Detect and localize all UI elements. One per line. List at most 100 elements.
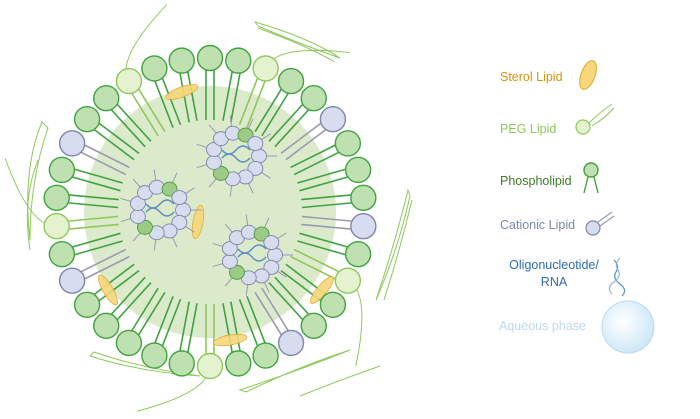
rna-strand-icon — [613, 259, 626, 297]
phospholipid-head — [168, 47, 195, 74]
peg-brush-layer — [4, 4, 413, 412]
lipid-tail — [293, 248, 340, 273]
lipid-tails-layer — [68, 70, 352, 354]
lipid-tail — [301, 215, 352, 222]
lipid-tail — [80, 248, 127, 273]
phospholipid-head — [300, 84, 327, 112]
phospholipid-head — [300, 312, 327, 340]
lipid-tail — [68, 202, 119, 209]
phospholipid-head — [48, 156, 76, 184]
phospholipid-tail-icon — [583, 176, 599, 194]
phospholipid-head — [344, 240, 372, 268]
lipid-tail — [72, 232, 121, 248]
micelle-phospholipid-head — [253, 226, 270, 242]
peg-lipid-head — [252, 55, 279, 82]
lipid-tail — [80, 151, 127, 176]
micelle-cationic-head — [263, 259, 280, 275]
lipid-tail — [68, 194, 119, 201]
peg-brush-loop — [27, 121, 49, 241]
lipid-tail — [301, 202, 352, 209]
lipid-tail — [230, 73, 241, 123]
legend-label-phospholipid: Phospholipid — [500, 174, 572, 188]
legend-icons — [575, 60, 655, 354]
rna-strand-icon-2 — [608, 257, 621, 295]
phospholipid-head — [277, 67, 305, 95]
sterol-lipid — [165, 84, 199, 100]
lipid-tail — [179, 301, 190, 351]
peg-brush-loop — [253, 21, 341, 59]
lipid-tail — [68, 223, 119, 230]
peg-brush-loop — [383, 199, 413, 301]
legend-label-aqueous-phase: Aqueous phase — [499, 319, 586, 333]
lipid-tail — [116, 282, 152, 321]
lipid-tail — [290, 255, 336, 280]
lipid-tail — [187, 303, 198, 353]
peg-lipid-head — [43, 213, 70, 240]
lipid-tail — [74, 168, 123, 184]
sterol-lipid — [191, 204, 205, 240]
lipid-tail — [110, 109, 146, 148]
lipid-tail — [285, 128, 327, 161]
cationic-tail-icon — [597, 211, 615, 227]
peg-brush-loop — [299, 365, 381, 397]
lipid-tail — [84, 144, 130, 169]
lipid-tail — [268, 282, 304, 321]
micelle-cationic-head — [221, 254, 238, 269]
phospholipid-head — [319, 291, 347, 319]
lipid-tail — [131, 287, 159, 332]
phospholipid-head — [334, 130, 362, 157]
lipid-tail — [179, 73, 190, 123]
lipid-tail — [154, 80, 174, 128]
micelle-cationic-head — [263, 235, 280, 251]
rna-strand — [237, 252, 267, 262]
phospholipid-head — [252, 342, 279, 369]
lipid-tail — [297, 168, 346, 184]
micelle-cationic-head — [129, 209, 146, 224]
micelle-cationic-head — [251, 148, 267, 164]
lipid-tail — [297, 240, 346, 256]
phospholipid-head — [73, 291, 101, 319]
sterol-lipid — [98, 274, 118, 306]
peg-brush-loop — [89, 351, 201, 377]
phospholipid-head — [73, 105, 101, 133]
micelle-cationic-head — [205, 142, 222, 157]
lipid-tail — [93, 128, 135, 161]
cationic-lipid-head — [319, 105, 347, 133]
cationic-lipid-head — [277, 329, 305, 357]
micelle-cationic-head — [247, 136, 264, 152]
micelle-cationic-head — [175, 202, 191, 218]
lipid-tail — [68, 215, 119, 222]
lipid-tail — [238, 298, 259, 347]
lipid-tail — [301, 223, 352, 230]
cationic-lipid-icon — [585, 220, 601, 236]
peg-brush-loop — [238, 349, 351, 393]
lipid-heads-layer — [43, 44, 377, 380]
rna-strand — [221, 145, 251, 155]
lipid-tail — [72, 176, 121, 192]
rna-strand — [145, 199, 175, 209]
micelle-cationic-head — [205, 155, 222, 170]
aqueous-phase-icon — [601, 300, 655, 354]
lipid-tail — [293, 151, 340, 176]
lipid-tail — [299, 232, 348, 248]
sterol-lipid — [310, 276, 334, 304]
lipid-tail — [131, 92, 159, 137]
rna-strand — [221, 153, 251, 163]
sterol-lipid — [212, 333, 248, 347]
micelle-phospholipid-head — [136, 219, 153, 235]
micelle-phospholipid-head — [228, 264, 245, 280]
micelle-cationic-head — [129, 196, 146, 211]
phospholipid-head — [115, 329, 143, 357]
peg-lipid-head — [115, 67, 143, 95]
legend-label-sterol-lipid: Sterol Lipid — [500, 70, 563, 84]
phospholipid-head — [225, 350, 252, 377]
lipid-tail — [137, 88, 166, 133]
lipid-tail — [93, 263, 135, 296]
phospholipid-head — [141, 342, 168, 369]
peg-chain-icon — [588, 103, 615, 127]
micelle-phospholipid-head — [212, 165, 229, 181]
phospholipid-head — [93, 312, 120, 340]
rna-strand — [145, 207, 175, 217]
lipid-tail — [280, 122, 322, 155]
legend-label-cationic-lipid: Cationic Lipid — [500, 218, 576, 232]
